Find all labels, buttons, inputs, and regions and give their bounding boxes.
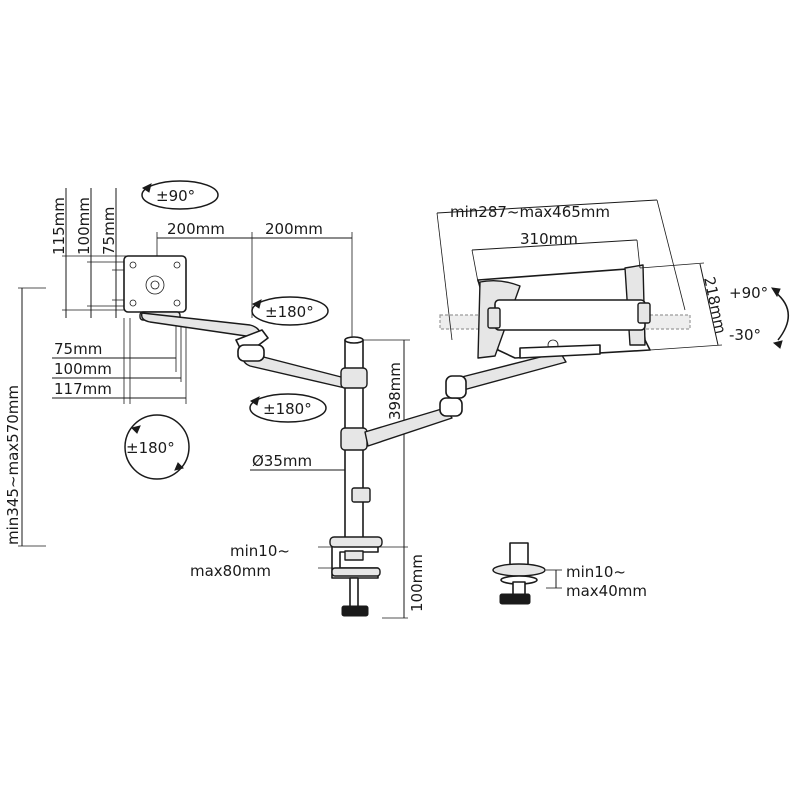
- clamp-height-label: 100mm: [408, 554, 426, 612]
- tray-depth-dimension: 218mm: [639, 262, 730, 351]
- tray-inner-width-label: 310mm: [520, 230, 578, 248]
- vesa-width-mid-label: 100mm: [54, 360, 112, 378]
- screen-rotation-label: ±180°: [126, 439, 175, 457]
- swivel-lower-indicator: ±180°: [249, 393, 327, 423]
- clamp-range-dimension: min10~ max80mm: [190, 542, 408, 580]
- pole-diameter-dimension: Ø35mm: [250, 452, 345, 471]
- tray-tilt-up-label: +90°: [729, 284, 768, 302]
- vesa-height-mid-label: 100mm: [75, 197, 93, 255]
- grommet-mount: [492, 542, 546, 605]
- height-range-label: min345~max570mm: [4, 385, 22, 545]
- right-arm: [364, 351, 567, 447]
- vesa-width-inner-label: 75mm: [54, 340, 102, 358]
- clamp-range-line2: max80mm: [190, 562, 271, 580]
- tray-tilt-down-label: -30°: [729, 326, 761, 344]
- tray-width-dimension: min287~max465mm: [436, 199, 686, 341]
- grommet-range-line1: min10~: [566, 563, 626, 581]
- laptop-tray: [439, 264, 691, 359]
- height-range-dimension: min345~max570mm: [4, 287, 46, 547]
- arm-segment-2-label: 200mm: [265, 220, 323, 238]
- clamp-range-line1: min10~: [230, 542, 290, 560]
- tilt-rotation-indicator: ±90°: [141, 180, 219, 210]
- arm-dimensions: 200mm 200mm: [156, 220, 353, 340]
- vesa-width-outer-label: 117mm: [54, 380, 112, 398]
- pole: [340, 336, 371, 549]
- pole-diameter-label: Ø35mm: [252, 452, 312, 470]
- vesa-plate: [123, 255, 187, 321]
- vesa-dimensions: 115mm 100mm 75mm 75mm 100mm 117mm: [50, 188, 187, 404]
- arm-segment-2: [237, 344, 346, 389]
- tilt-label: ±90°: [156, 187, 195, 205]
- grommet-range-dimension: min10~ max40mm: [546, 563, 647, 600]
- pole-height-dimension: 398mm: [363, 339, 410, 618]
- arm-segment-1-label: 200mm: [167, 220, 225, 238]
- grommet-range-line2: max40mm: [566, 582, 647, 600]
- tray-depth-label: 218mm: [700, 275, 730, 335]
- desk-clamp: [329, 536, 383, 617]
- swivel-lower-label: ±180°: [263, 400, 312, 418]
- clamp-height-dimension: 100mm: [382, 554, 426, 619]
- tray-tilt-indicator: +90° -30°: [729, 284, 789, 349]
- tray-inner-width-dimension: 310mm: [471, 230, 641, 283]
- vesa-height-outer-label: 115mm: [50, 197, 68, 255]
- pole-height-label: 398mm: [386, 362, 404, 420]
- swivel-upper-indicator: ±180°: [251, 296, 329, 326]
- screen-rotation-indicator: ±180°: [124, 414, 190, 480]
- vesa-height-inner-label: 75mm: [100, 207, 118, 255]
- tray-width-range-label: min287~max465mm: [450, 203, 610, 221]
- swivel-upper-label: ±180°: [265, 303, 314, 321]
